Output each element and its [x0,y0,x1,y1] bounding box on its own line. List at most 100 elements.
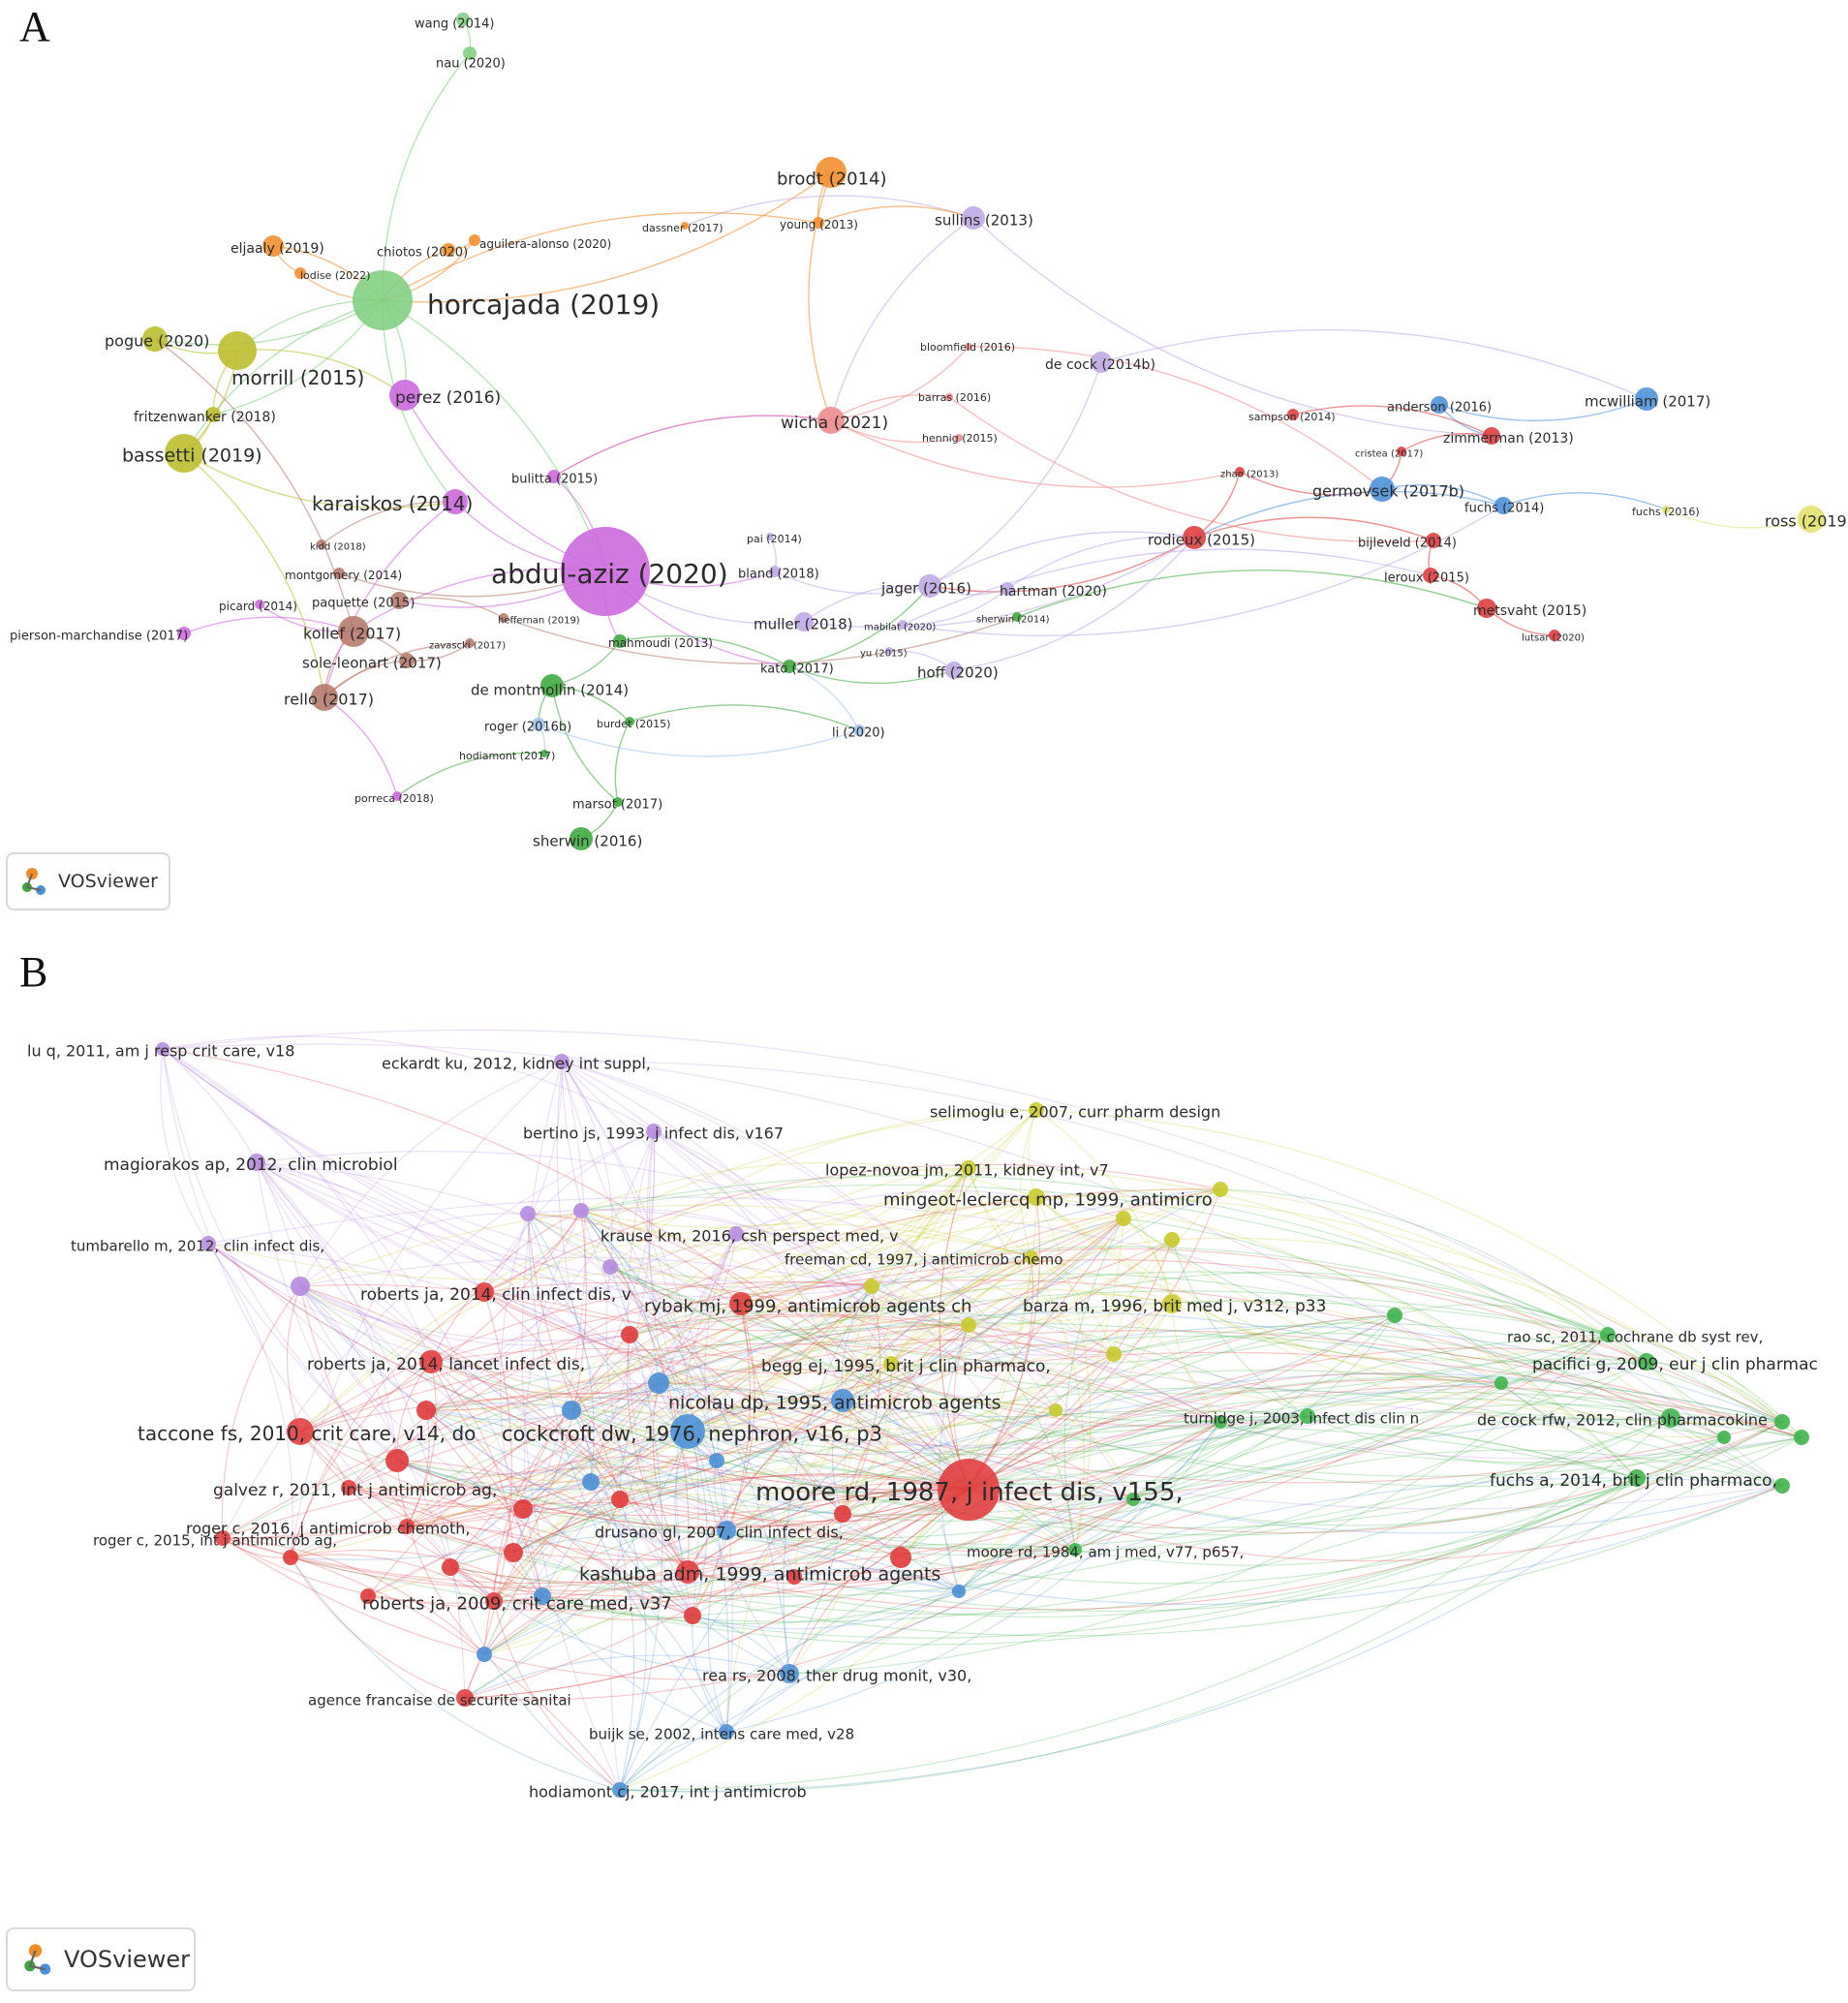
network-node[interactable] [534,1587,551,1605]
node-kashuba-adm-1999-antimicrob-agents[interactable] [676,1560,699,1584]
node-yu-2015[interactable] [885,647,893,655]
network-node[interactable] [504,1543,523,1562]
node-lopez-novoa-jm-2011-kidney-int-v7[interactable] [961,1160,976,1176]
node-barras-2016[interactable] [945,393,953,401]
network-node[interactable] [477,1647,492,1662]
node-dassner-2017[interactable] [681,222,689,230]
node-kato-2017[interactable] [783,660,796,673]
network-node[interactable] [573,1203,589,1218]
node-selimoglu-e-2007-curr-pharm-design[interactable] [1029,1102,1044,1118]
node-zhao-2013[interactable] [1235,467,1245,477]
network-node[interactable] [1116,1211,1131,1226]
node-roger-c-2016-j-antimicrob-chemoth[interactable] [399,1519,415,1534]
network-node[interactable] [1106,1346,1122,1362]
node-moore-rd-1984-am-j-med-v77-p657[interactable] [1068,1543,1082,1556]
node-heffernan-2019[interactable] [499,613,508,623]
node-rybak-mj-1999-antimicrob-agents-ch[interactable] [729,1292,753,1315]
node-paquette-2015[interactable] [390,592,408,609]
node-magiorakos-ap-2012-clin-microbiol[interactable] [248,1154,265,1171]
node-zimmerman-2013[interactable] [1483,427,1500,445]
node-hoff-2020[interactable] [945,662,963,679]
node-hodiamont-2017[interactable] [540,750,548,757]
node-sherwin-2016[interactable] [570,827,593,850]
node-nau-2020[interactable] [463,46,477,60]
network-node[interactable] [582,1473,600,1491]
node-agence-francaise-de-securite-sanitai[interactable] [456,1689,474,1707]
network-node[interactable] [1494,1376,1508,1390]
node-bassetti-2019[interactable] [165,434,203,473]
node-cockcroft-dw-1976-nephron-v16-p3[interactable] [670,1414,705,1449]
network-node[interactable] [416,1401,436,1420]
node-roger-2016b[interactable] [532,718,545,731]
node-pierson-marchandise-2017[interactable] [177,627,191,640]
network-node[interactable] [360,1588,376,1604]
node-zavascki-2017[interactable] [465,638,475,648]
node-porreca-2018[interactable] [392,791,402,801]
node-lu-q-2011-am-j-resp-crit-care-v18[interactable] [156,1042,169,1056]
network-node[interactable] [961,1317,976,1333]
node-karaiskos-2014[interactable] [443,489,468,514]
network-node[interactable] [562,1401,581,1420]
node-fuchs-2014[interactable] [1494,497,1512,514]
node-fuchs-2016[interactable] [1662,506,1670,513]
node-wicha-2021[interactable] [817,407,845,434]
node-begg-ej-1995-brit-j-clin-pharmaco[interactable] [883,1356,899,1371]
node-aguilera-alonso-2020[interactable] [469,234,480,246]
node-de-cock-2014b[interactable] [1091,352,1112,373]
network-node[interactable] [1774,1478,1790,1494]
node-bulitta-2015[interactable] [547,470,561,483]
node-perez-2016[interactable] [389,380,420,411]
network-node[interactable] [1387,1308,1402,1323]
node-rao-sc-2011-cochrane-db-syst-rev[interactable] [1600,1327,1616,1342]
node-taccone-fs-2010-crit-care-v14-do[interactable] [287,1418,314,1445]
network-node[interactable] [602,1259,618,1275]
node-kidd-2018[interactable] [317,539,326,549]
network-node[interactable] [834,1505,851,1523]
network-node[interactable] [1126,1493,1140,1506]
node-de-montmollin-2014[interactable] [540,674,564,697]
node-eckardt-ku-2012-kidney-int-suppl[interactable] [554,1054,570,1069]
network-node[interactable] [864,1279,879,1294]
node-tumbarello-m-2012-clin-infect-dis[interactable] [200,1236,216,1251]
network-node[interactable] [611,1491,629,1508]
node-picard-2014[interactable] [255,600,264,609]
node-hennig-2015[interactable] [955,434,963,442]
node-mingeot-leclercq-mp-1999-antimicro[interactable] [1028,1188,1045,1206]
node-lutsar-2020[interactable] [1549,630,1560,641]
node-moore-rd-1987-j-infect-dis-v155[interactable] [938,1459,1000,1521]
node-mahmoudi-2013[interactable] [613,634,627,648]
node-anderson-2016[interactable] [1431,396,1448,414]
node-li-2020[interactable] [853,724,865,736]
node-eljaaly-2019[interactable] [262,235,284,257]
node-pai-2014[interactable] [766,533,774,540]
network-node[interactable] [786,1569,802,1585]
node-sole-leonart-2017[interactable] [399,653,415,668]
node-young-2013[interactable] [813,217,824,229]
node-bloomfield-2016[interactable] [965,343,972,351]
node-leroux-2015[interactable] [1423,568,1438,583]
node-fuchs-a-2014-brit-j-clin-pharmaco[interactable] [1628,1469,1646,1487]
node-marsot-2017[interactable] [613,797,623,807]
network-node[interactable] [513,1499,533,1519]
node-rodieux-2015[interactable] [1183,526,1206,549]
network-node[interactable] [648,1372,669,1394]
network-node[interactable] [1774,1414,1790,1430]
node-buijk-se-2002-intens-care-med-v28[interactable] [719,1724,734,1740]
network-node[interactable] [621,1326,638,1343]
network-node[interactable] [1164,1232,1180,1248]
node-roberts-ja-2009-crit-care-med-v37[interactable] [485,1592,503,1610]
node-morrill-2015[interactable] [218,331,257,370]
node-galvez-r-2011-int-j-antimicrob-ag[interactable] [341,1480,356,1495]
node-horcajada-2019[interactable] [353,270,413,330]
node-krause-km-2016-csh-perspect-med-v[interactable] [728,1226,744,1242]
node-lodise-2022[interactable] [294,267,306,279]
node-sherwin-2014[interactable] [1012,612,1022,622]
network-node[interactable] [684,1607,701,1624]
node-turnidge-j-2003-infect-dis-clin-n[interactable] [1300,1408,1315,1424]
network-node[interactable] [291,1277,310,1296]
network-node[interactable] [385,1449,409,1472]
network-node[interactable] [1214,1415,1227,1429]
network-node[interactable] [520,1206,536,1221]
network-node[interactable] [1049,1403,1063,1417]
network-node[interactable] [1717,1431,1731,1444]
